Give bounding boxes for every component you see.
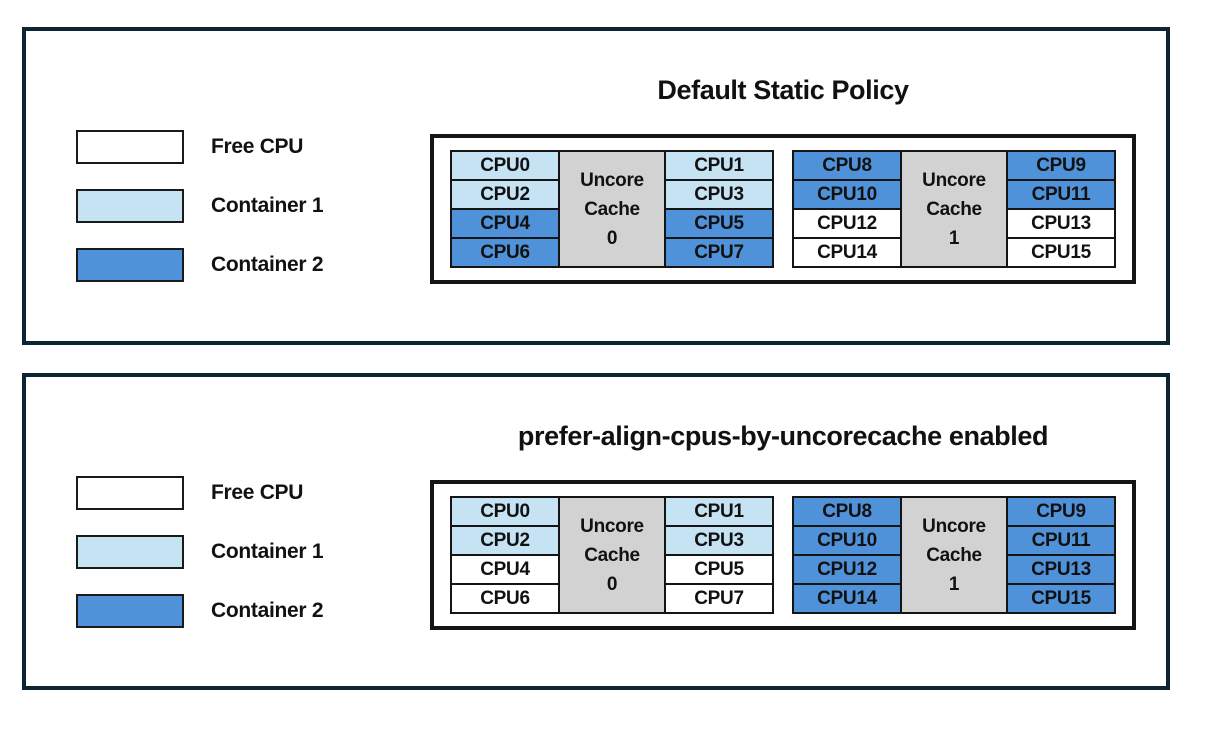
cpu-cell-cpu13: CPU13 <box>1006 554 1116 585</box>
cpu-cell-cpu9: CPU9 <box>1006 496 1116 527</box>
cpu-cell-cpu0: CPU0 <box>450 496 560 527</box>
panel-default-static-policy: Free CPU Container 1 Container 2 Default S… <box>22 27 1170 345</box>
legend-label-free-cpu: Free CPU <box>211 481 304 504</box>
legend: Free CPU Container 1 Container 2 <box>76 130 324 282</box>
cpu-cell-cpu13: CPU13 <box>1006 208 1116 239</box>
panel-title: prefer-align-cpus-by-uncorecache enabled <box>517 421 1049 451</box>
cpu-cell-cpu4: CPU4 <box>450 208 560 239</box>
cpu-cell-cpu15: CPU15 <box>1006 237 1116 268</box>
legend-swatch-container-1 <box>76 535 184 569</box>
legend-label-free-cpu: Free CPU <box>211 135 304 158</box>
uncore-cache-label-line: 0 <box>606 573 618 595</box>
uncore-cache-label-line: 1 <box>948 227 960 249</box>
cpu-cell-cpu11: CPU11 <box>1006 525 1116 556</box>
panel-title: Default Static Policy <box>657 75 909 105</box>
cpu-cell-cpu2: CPU2 <box>450 179 560 210</box>
legend-label-container-1: Container 1 <box>211 540 324 563</box>
cpu-cell-cpu12: CPU12 <box>792 208 902 239</box>
cpu-cell-cpu15: CPU15 <box>1006 583 1116 614</box>
panel-uncorecache-enabled: Free CPU Container 1 Container 2 prefer-al… <box>22 373 1170 690</box>
cpu-cell-cpu7: CPU7 <box>664 237 774 268</box>
cpu-cell-cpu5: CPU5 <box>664 554 774 585</box>
legend-item-container-2: Container 2 <box>76 594 324 628</box>
cpu-cell-cpu7: CPU7 <box>664 583 774 614</box>
panel-content: prefer-align-cpus-by-uncorecache enabled… <box>426 377 1140 686</box>
legend-swatch-container-2 <box>76 594 184 628</box>
legend-item-free-cpu: Free CPU <box>76 476 323 510</box>
cpu-cell-cpu3: CPU3 <box>664 179 774 210</box>
legend-label-container-2: Container 2 <box>211 253 324 276</box>
cpu-cell-cpu12: CPU12 <box>792 554 902 585</box>
cpu-cell-cpu4: CPU4 <box>450 554 560 585</box>
cpu-cell-cpu5: CPU5 <box>664 208 774 239</box>
legend-swatch-free-cpu <box>76 130 184 164</box>
uncore-cache-label-line: Cache <box>584 198 640 220</box>
legend-swatch-container-1 <box>76 189 184 223</box>
cpu-cell-cpu11: CPU11 <box>1006 179 1116 210</box>
cpu-cell-cpu1: CPU1 <box>664 496 774 527</box>
cpu-cell-cpu6: CPU6 <box>450 237 560 268</box>
legend-item-container-1: Container 1 <box>76 189 324 223</box>
uncore-cache-label-line: 1 <box>948 573 960 595</box>
uncore-cache-label-line: Uncore <box>922 515 986 537</box>
uncore-cache-label-line: Uncore <box>580 169 644 191</box>
legend-item-container-1: Container 1 <box>76 535 324 569</box>
uncore-cache-label-line: 0 <box>606 227 618 249</box>
legend-label-container-1: Container 1 <box>211 194 324 217</box>
cpu-cell-cpu9: CPU9 <box>1006 150 1116 181</box>
uncore-cache-label-line: Cache <box>584 544 640 566</box>
cpu-cell-cpu8: CPU8 <box>792 150 902 181</box>
legend: Free CPU Container 1 Container 2 <box>76 476 324 628</box>
cpu-cell-cpu0: CPU0 <box>450 150 560 181</box>
cpu-cell-cpu2: CPU2 <box>450 525 560 556</box>
cpu-cell-cpu6: CPU6 <box>450 583 560 614</box>
cpu-cell-cpu10: CPU10 <box>792 179 902 210</box>
cpu-cell-cpu3: CPU3 <box>664 525 774 556</box>
legend-swatch-container-2 <box>76 248 184 282</box>
cpu-cell-cpu10: CPU10 <box>792 525 902 556</box>
uncore-cache-label-line: Uncore <box>922 169 986 191</box>
legend-item-container-2: Container 2 <box>76 248 324 282</box>
uncore-cache-label-line: Uncore <box>580 515 644 537</box>
legend-swatch-free-cpu <box>76 476 184 510</box>
uncore-cache-label-line: Cache <box>926 198 982 220</box>
legend-label-container-2: Container 2 <box>211 599 324 622</box>
legend-item-free-cpu: Free CPU <box>76 130 323 164</box>
cpu-cell-cpu1: CPU1 <box>664 150 774 181</box>
uncore-cache-label-line: Cache <box>926 544 982 566</box>
cpu-cell-cpu14: CPU14 <box>792 583 902 614</box>
cpu-cell-cpu14: CPU14 <box>792 237 902 268</box>
cpu-cell-cpu8: CPU8 <box>792 496 902 527</box>
